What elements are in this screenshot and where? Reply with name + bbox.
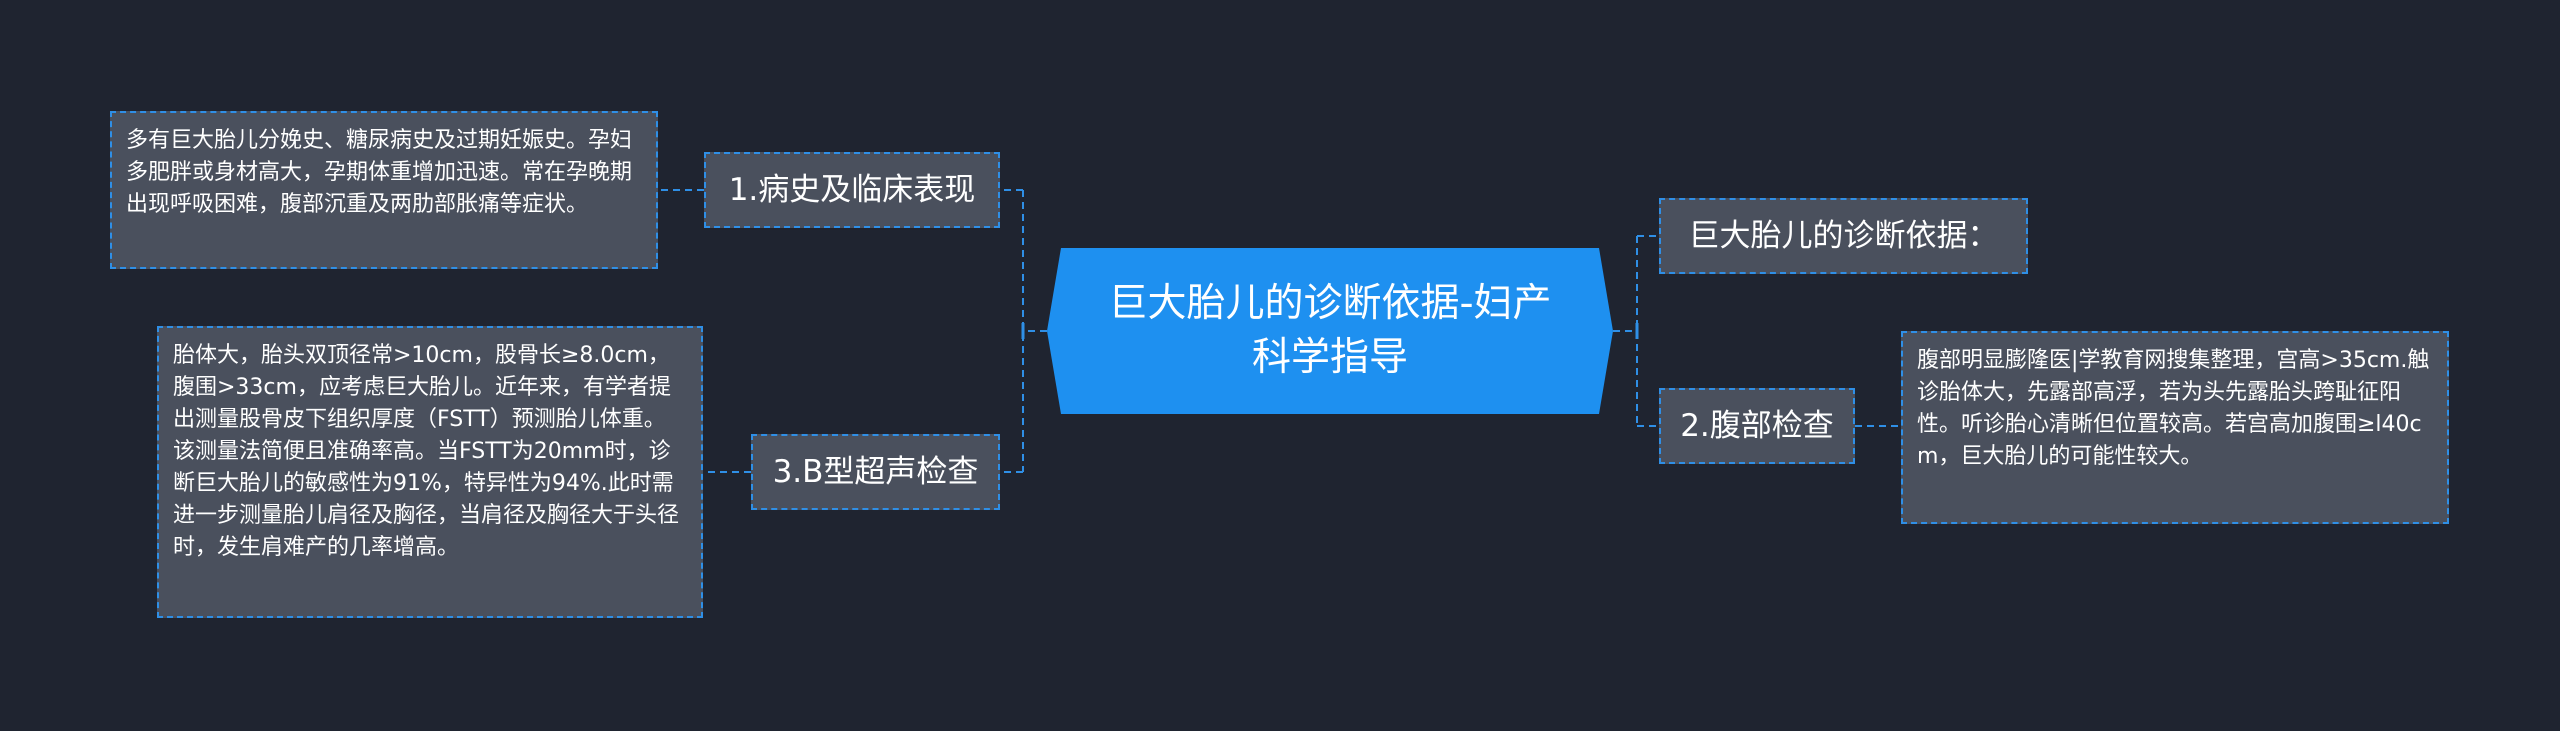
- branch-basis-label: 巨大胎儿的诊断依据：: [1688, 218, 1999, 254]
- detail-abdomen-text: 腹部明显膨隆医|学教育网搜集整理，宫高>35cm.触诊胎体大，先露部高浮，若为头…: [1917, 348, 2430, 469]
- detail-history[interactable]: 多有巨大胎儿分娩史、糖尿病史及过期妊娠史。孕妇多肥胖或身材高大，孕期体重增加迅速…: [110, 111, 658, 269]
- branch-basis[interactable]: 巨大胎儿的诊断依据：: [1659, 198, 2028, 274]
- branch-abdomen[interactable]: 2.腹部检查: [1659, 388, 1855, 464]
- detail-history-text: 多有巨大胎儿分娩史、糖尿病史及过期妊娠史。孕妇多肥胖或身材高大，孕期体重增加迅速…: [126, 128, 633, 217]
- detail-ultrasound[interactable]: 胎体大，胎头双顶径常>10cm，股骨长≥8.0cm，腹围>33cm，应考虑巨大胎…: [157, 326, 703, 618]
- branch-ultrasound[interactable]: 3.B型超声检查: [751, 434, 1000, 510]
- center-topic[interactable]: 巨大胎儿的诊断依据-妇产科学指导: [1047, 248, 1613, 414]
- branch-history-label: 1.病史及临床表现: [728, 172, 976, 208]
- detail-abdomen[interactable]: 腹部明显膨隆医|学教育网搜集整理，宫高>35cm.触诊胎体大，先露部高浮，若为头…: [1901, 331, 2449, 524]
- detail-ultrasound-text: 胎体大，胎头双顶径常>10cm，股骨长≥8.0cm，腹围>33cm，应考虑巨大胎…: [173, 343, 680, 560]
- center-topic-label: 巨大胎儿的诊断依据-妇产科学指导: [1108, 281, 1552, 380]
- branch-abdomen-label: 2.腹部检查: [1680, 408, 1834, 444]
- branch-ultrasound-label: 3.B型超声检查: [772, 454, 979, 490]
- branch-history[interactable]: 1.病史及临床表现: [704, 152, 1000, 228]
- center-topic-shape: [1047, 248, 1613, 414]
